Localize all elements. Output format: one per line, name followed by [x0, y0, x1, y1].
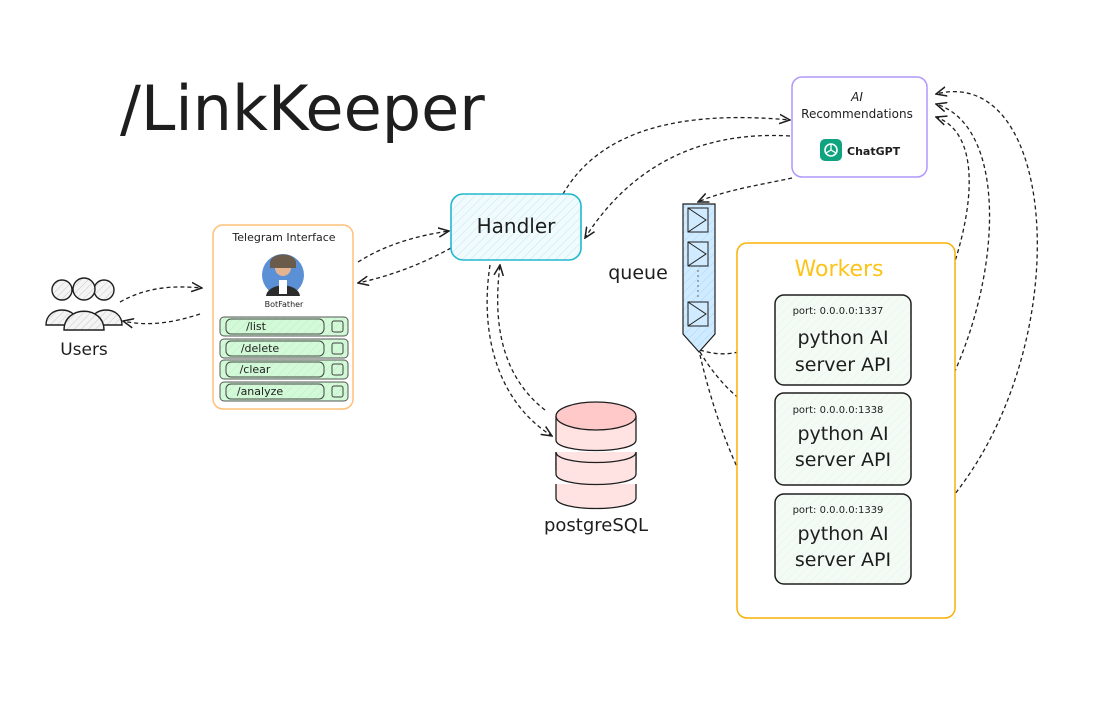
arrow-telegram-to-handler	[357, 231, 449, 263]
worker-line1: python AI	[797, 327, 888, 349]
arrow-users-to-telegram	[119, 287, 202, 303]
queue-message-2	[687, 241, 709, 267]
queue-label: queue	[608, 262, 668, 284]
worker-line2: server API	[795, 549, 891, 571]
worker-line1: python AI	[797, 523, 888, 545]
ai-title-line2: Recommendations	[801, 107, 913, 121]
command-delete-button[interactable]: /delete	[219, 338, 349, 359]
command-list-button[interactable]: /list	[219, 316, 349, 337]
database-icon	[555, 401, 637, 510]
worker-port: port: 0.0.0.0:1338	[793, 405, 884, 416]
arrow-db-to-handler	[498, 265, 546, 411]
command-analyze-label: /analyze	[237, 385, 283, 398]
telegram-interface: Telegram Interface BotFather /list /dele…	[212, 224, 354, 410]
arrow-handler-to-telegram	[358, 247, 452, 283]
users-icon	[45, 277, 123, 331]
openai-logo-icon	[820, 139, 842, 161]
command-analyze-button[interactable]: /analyze	[219, 381, 349, 402]
worker-line1: python AI	[797, 423, 888, 445]
queue-message-3	[687, 301, 709, 327]
command-list-label: /list	[246, 320, 267, 333]
database-label: postgreSQL	[544, 515, 648, 536]
command-clear-button[interactable]: /clear	[219, 359, 349, 380]
worker-port: port: 0.0.0.0:1337	[793, 306, 884, 317]
queue-icon	[682, 203, 716, 353]
arrow-worker-3-to-ai	[911, 92, 1038, 539]
handler-label: Handler	[477, 214, 557, 238]
arrow-telegram-to-users	[123, 313, 201, 324]
workers-title: Workers	[795, 257, 884, 282]
handler-node: Handler	[450, 193, 582, 261]
botfather-label: BotFather	[265, 300, 304, 309]
arrow-handler-to-ai	[562, 118, 790, 195]
worker-server-1339: port: 0.0.0.0:1339 python AI server API	[774, 493, 912, 585]
worker-port: port: 0.0.0.0:1339	[793, 505, 884, 516]
arrow-ai-to-queue	[698, 177, 793, 202]
chatgpt-label: ChatGPT	[847, 145, 901, 158]
users-label: Users	[60, 340, 108, 360]
worker-line2: server API	[795, 354, 891, 376]
queue-message-1	[687, 207, 709, 233]
diagram-title: /LinkKeeper	[120, 72, 485, 145]
arrow-handler-to-db	[486, 264, 552, 436]
worker-line2: server API	[795, 449, 891, 471]
ai-title-line1: AI	[850, 90, 863, 104]
command-list: /list /delete /clear /analyze	[219, 316, 349, 402]
workers-group: Workers port: 0.0.0.0:1337 python AI ser…	[736, 242, 956, 619]
command-clear-label: /clear	[240, 363, 271, 376]
botfather-avatar	[262, 254, 304, 296]
arrow-ai-to-handler	[585, 134, 791, 238]
ai-recommendations-node: AI Recommendations ChatGPT	[791, 76, 928, 178]
worker-server-1337: port: 0.0.0.0:1337 python AI server API	[774, 294, 912, 386]
worker-server-1338: port: 0.0.0.0:1338 python AI server API	[774, 392, 912, 486]
telegram-title: Telegram Interface	[231, 231, 335, 244]
command-delete-label: /delete	[241, 342, 280, 355]
